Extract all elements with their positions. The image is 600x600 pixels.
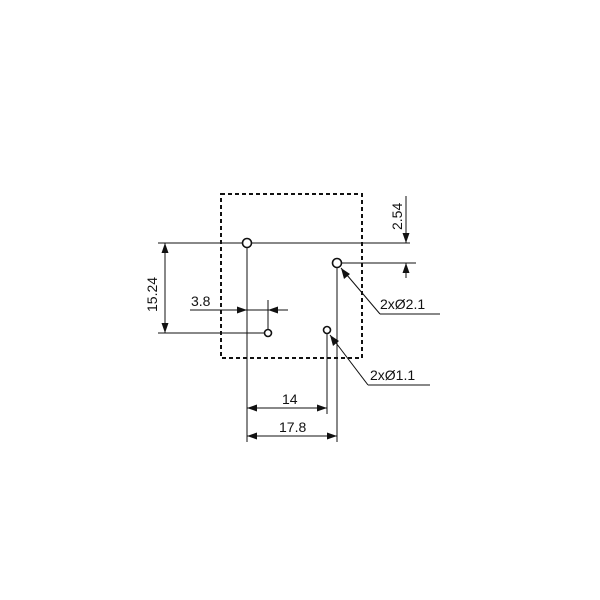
dim-2-54-label: 2.54: [389, 203, 405, 230]
callout-small-holes: 2xØ1.1: [370, 367, 415, 383]
leader-large-holes: 2xØ2.1: [340, 267, 440, 315]
dim-2-54: 2.54: [389, 196, 410, 278]
dim-14-label: 14: [282, 391, 298, 407]
dim-15-24: 15.24: [144, 243, 169, 333]
hole-large-top-left: [241, 237, 253, 249]
dim-14: 14: [247, 391, 327, 412]
dim-17-8: 17.8: [247, 419, 337, 440]
dim-17-8-label: 17.8: [279, 419, 306, 435]
hole-small-bottom-right: [322, 325, 332, 335]
hole-large-right: [331, 257, 343, 269]
dim-3-8: 3.8: [190, 293, 288, 314]
callout-large-holes: 2xØ2.1: [380, 296, 425, 312]
dim-15-24-label: 15.24: [144, 277, 160, 312]
leader-small-holes: 2xØ1.1: [329, 334, 430, 386]
component-outline: [220, 193, 363, 359]
dim-3-8-label: 3.8: [191, 293, 211, 309]
extension-lines: [158, 242, 416, 442]
hole-small-bottom-left: [263, 328, 273, 338]
